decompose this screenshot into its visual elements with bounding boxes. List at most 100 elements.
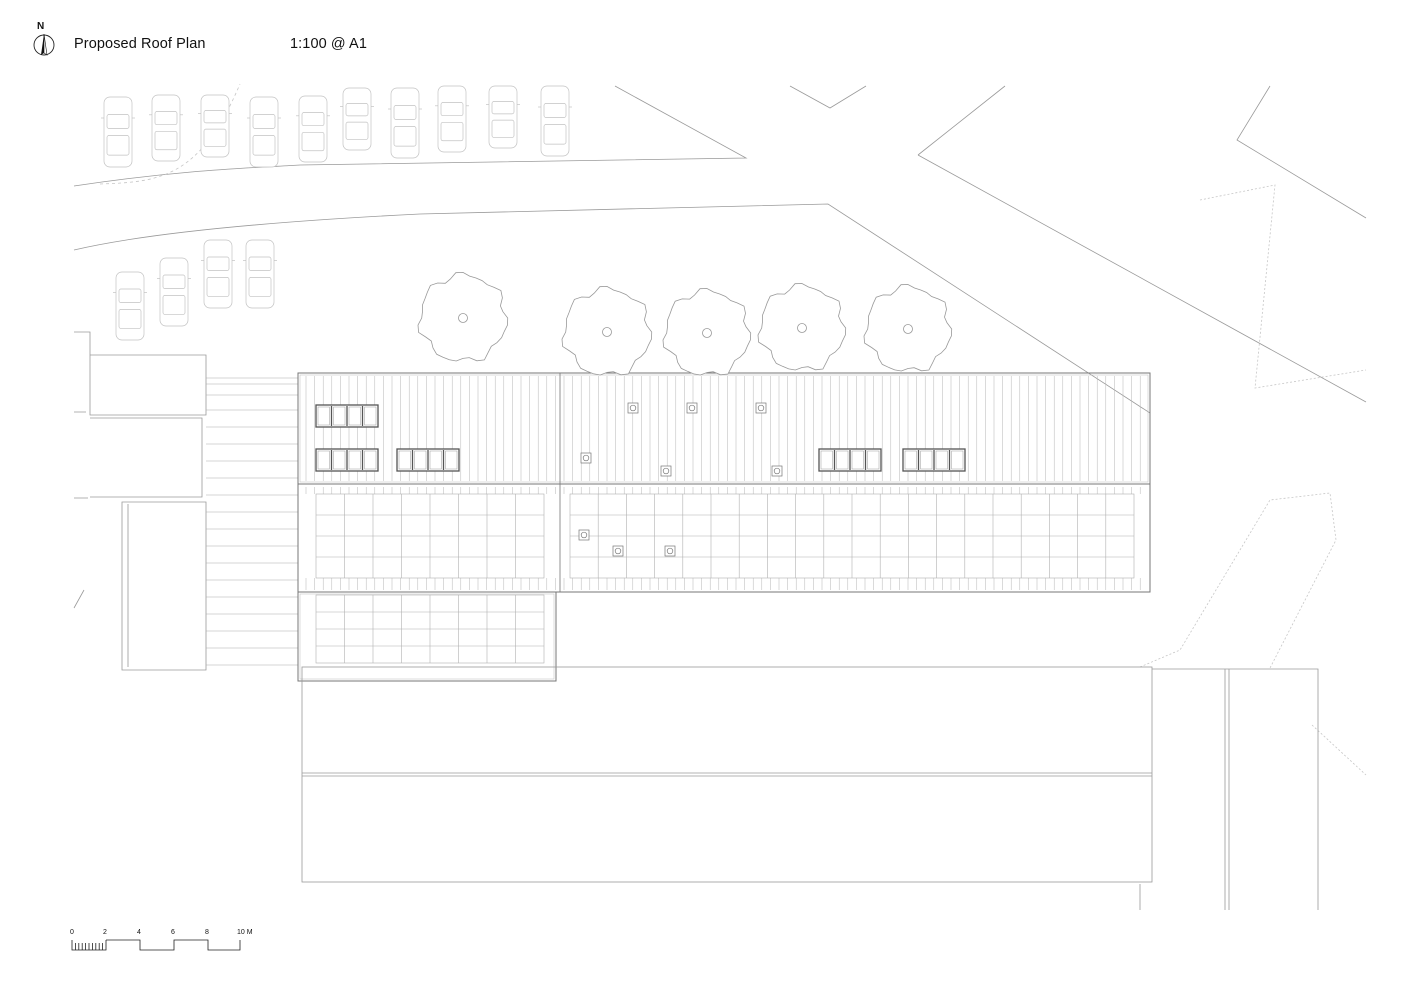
north-arrow-icon xyxy=(33,33,55,56)
site-boundary-dashed xyxy=(1199,184,1367,389)
road-edge-lower xyxy=(73,203,1151,414)
pv-array-middle-right xyxy=(569,493,1135,579)
rooflight-pane xyxy=(920,450,933,470)
car-windscreen xyxy=(203,110,227,124)
car-roof xyxy=(106,135,130,156)
tree xyxy=(662,288,752,376)
parked-car xyxy=(388,87,422,159)
vent-cowl xyxy=(612,545,624,557)
left-block xyxy=(90,417,203,498)
rooflight-pane xyxy=(867,450,880,470)
car-windscreen xyxy=(491,101,515,115)
dashed-diagonal xyxy=(1311,724,1367,776)
vent-cowl xyxy=(686,402,698,414)
vent-cowl-cap xyxy=(582,454,590,462)
vent-cowl xyxy=(578,529,590,541)
kerb-notch xyxy=(789,85,867,109)
rooflight-pane xyxy=(333,406,346,426)
tree-trunk xyxy=(702,328,712,338)
car-roof xyxy=(491,119,515,138)
tree xyxy=(757,283,847,371)
car-body xyxy=(115,271,145,341)
rooflight-pane xyxy=(333,450,346,470)
vent-cowl xyxy=(627,402,639,414)
car-windscreen xyxy=(345,103,369,117)
parked-car xyxy=(247,96,281,168)
pv-array-middle-left xyxy=(315,493,545,579)
rooflight xyxy=(315,448,379,472)
car-roof xyxy=(118,309,142,329)
scale-bar-graphic xyxy=(71,939,241,951)
car-body xyxy=(151,94,181,162)
car-windscreen xyxy=(301,112,325,127)
rooflight-pane xyxy=(364,406,377,426)
car-windscreen xyxy=(248,256,272,271)
terrace-decking xyxy=(206,377,298,666)
car-body xyxy=(249,96,279,168)
rooflight-pane xyxy=(851,450,864,470)
vent-cowl-cap xyxy=(757,404,765,412)
car-windscreen xyxy=(106,114,130,129)
rooflight-pane xyxy=(820,450,833,470)
car-roof xyxy=(393,126,417,147)
sheet-scale: 1:100 @ A1 xyxy=(290,36,367,52)
car-body xyxy=(488,85,518,149)
site-boundary-diagonal xyxy=(917,85,1367,403)
car-body xyxy=(540,85,570,157)
car-roof xyxy=(543,124,567,145)
rooflight-pane xyxy=(348,450,361,470)
left-strip xyxy=(121,501,207,671)
parked-car xyxy=(149,94,183,162)
rooflights xyxy=(315,404,966,472)
scale-tick-8: 8 xyxy=(205,929,209,936)
tree xyxy=(561,285,653,376)
tree xyxy=(863,284,953,372)
car-windscreen xyxy=(393,105,417,120)
parked-car xyxy=(296,95,330,163)
parked-car xyxy=(538,85,572,157)
roof-south-wing xyxy=(297,591,557,682)
roof-middle-range xyxy=(297,483,1151,593)
rooflight xyxy=(818,448,882,472)
car-windscreen xyxy=(440,102,464,117)
car-windscreen xyxy=(252,114,276,129)
car-roof xyxy=(345,121,369,140)
north-label: N xyxy=(37,21,45,32)
car-roof xyxy=(301,131,325,152)
rooflight-pane xyxy=(429,450,442,470)
vent-cowl-cap xyxy=(629,404,637,412)
parked-car xyxy=(113,271,147,341)
rooflight-pane xyxy=(364,450,377,470)
scale-bar: 0 2 4 6 8 10 M xyxy=(64,926,264,958)
car-roof xyxy=(203,128,227,147)
vent-cowl-cap xyxy=(662,467,670,475)
roof-seams-middle xyxy=(305,487,1141,590)
rooflight-pane xyxy=(317,450,330,470)
vent-cowl xyxy=(771,465,783,477)
parked-car xyxy=(243,239,277,309)
car-body xyxy=(390,87,420,159)
trees xyxy=(417,271,953,376)
car-windscreen xyxy=(154,111,178,126)
parked-car xyxy=(201,239,235,309)
car-roof xyxy=(154,130,178,151)
scale-tick-4: 4 xyxy=(137,929,141,936)
car-windscreen xyxy=(543,103,567,118)
rooflight xyxy=(396,448,460,472)
scale-tick-6: 6 xyxy=(171,929,175,936)
sheet-title: Proposed Roof Plan xyxy=(74,36,206,52)
scale-tick-2: 2 xyxy=(103,929,107,936)
tree xyxy=(417,271,509,362)
car-body xyxy=(159,257,189,327)
parked-car xyxy=(157,257,191,327)
parked-car xyxy=(340,87,374,151)
rooflight-pane xyxy=(414,450,427,470)
rooflight-pane xyxy=(904,450,917,470)
car-body xyxy=(342,87,372,151)
north-arrow: N xyxy=(31,21,55,61)
tree-trunk xyxy=(903,324,913,334)
car-windscreen xyxy=(162,274,186,289)
car-roof xyxy=(206,277,230,297)
vent-cowl-cap xyxy=(614,547,622,555)
car-roof xyxy=(248,277,272,297)
